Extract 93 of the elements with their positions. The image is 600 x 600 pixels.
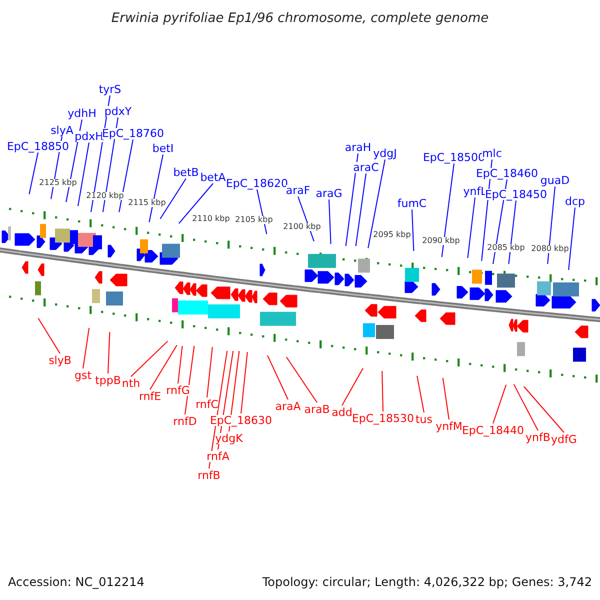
scale-label: 2100 kbp bbox=[283, 223, 321, 231]
footer-note: Topology: circular; Length: 4,026,322 bp; Genes: 3,742 bbox=[262, 576, 592, 588]
leader-line bbox=[206, 346, 213, 398]
gene-label: araB bbox=[304, 404, 330, 414]
leader-line bbox=[256, 189, 268, 235]
leader-line bbox=[513, 384, 538, 431]
leader-line bbox=[568, 207, 576, 270]
gene-label: betI bbox=[152, 142, 174, 154]
leader-line bbox=[108, 332, 110, 374]
leader-line bbox=[240, 352, 248, 414]
leader-line bbox=[355, 173, 366, 247]
leader-line bbox=[286, 356, 318, 403]
footer-note: Accession: NC_012214 bbox=[8, 576, 144, 588]
leader-line bbox=[267, 354, 288, 400]
gene-label: rnfG bbox=[166, 384, 190, 396]
gene-label: pdxY bbox=[104, 106, 132, 116]
leader-line bbox=[467, 197, 476, 258]
leader-line bbox=[178, 346, 183, 384]
gene-label: EpC_18450 bbox=[484, 188, 548, 200]
gene-label: ydgK bbox=[215, 432, 243, 444]
gene-label: rnfA bbox=[206, 450, 230, 462]
gene-label: ydgJ bbox=[373, 148, 397, 158]
gene-label: betA bbox=[200, 172, 226, 182]
leader-line bbox=[342, 368, 364, 406]
leader-line bbox=[150, 344, 178, 390]
leader-line bbox=[148, 154, 164, 223]
leader-line bbox=[442, 377, 450, 420]
gene-label: araC bbox=[353, 162, 379, 172]
gene-label: ydfG bbox=[551, 434, 577, 444]
gene-label: add bbox=[332, 406, 352, 418]
leader-line bbox=[38, 318, 60, 354]
scale-label: 2125 kbp bbox=[39, 179, 77, 187]
scale-label: 2115 kbp bbox=[128, 199, 166, 207]
gene-label: betB bbox=[173, 166, 199, 178]
gene-label: ynfB bbox=[526, 432, 550, 442]
gene-label: araA bbox=[275, 400, 301, 412]
gene-label: araF bbox=[286, 184, 310, 196]
gene-label: gst bbox=[74, 370, 92, 380]
leader-line bbox=[523, 386, 564, 433]
leader-line bbox=[412, 209, 414, 252]
gene-label: tppB bbox=[95, 374, 121, 386]
leader-line bbox=[416, 375, 424, 413]
scale-label: 2110 kbp bbox=[192, 215, 230, 223]
gene-label: fumC bbox=[397, 198, 427, 208]
leader-line bbox=[118, 139, 134, 213]
scale-label: 2095 kbp bbox=[373, 231, 411, 239]
leader-line bbox=[345, 153, 358, 247]
leader-line bbox=[130, 340, 168, 377]
gene-label: slyA bbox=[50, 124, 74, 136]
leader-line bbox=[368, 159, 386, 249]
scale-label: 2120 kbp bbox=[86, 192, 124, 200]
gene-label: ydhH bbox=[68, 108, 96, 118]
leader-line bbox=[82, 327, 90, 369]
gene-label: tus bbox=[415, 414, 432, 424]
scale-label: 2105 kbp bbox=[235, 216, 273, 224]
leader-line bbox=[78, 142, 90, 207]
leader-line bbox=[382, 370, 384, 412]
scale-label: 2080 kbp bbox=[531, 245, 569, 253]
title: Erwinia pyrifoliae Ep1/96 chromosome, complete genome bbox=[111, 12, 489, 24]
gene-label: dcp bbox=[564, 196, 585, 206]
gene-label: EpC_18760 bbox=[102, 128, 164, 138]
gene-label: slyB bbox=[48, 354, 72, 366]
gene-label: ynfL bbox=[463, 186, 487, 196]
gene-label: rnfD bbox=[173, 416, 197, 426]
leader-line bbox=[441, 163, 454, 258]
gene-label: rnfB bbox=[198, 470, 220, 480]
leader-line bbox=[184, 345, 195, 415]
gene-label: mlc bbox=[482, 148, 502, 158]
gene-label: ynfM bbox=[436, 420, 462, 432]
leader-line bbox=[492, 384, 507, 424]
gene-label: EpC_18850 bbox=[6, 140, 70, 152]
gene-label: EpC_18460 bbox=[476, 168, 538, 178]
gene-label: EpC_18440 bbox=[462, 424, 524, 436]
gene-label: EpC_18530 bbox=[352, 412, 414, 424]
gene-label: EpC_18630 bbox=[210, 414, 272, 426]
gene-label: EpC_18620 bbox=[226, 178, 288, 188]
gene-label: rnfC bbox=[196, 398, 218, 410]
leader-line bbox=[160, 178, 186, 220]
scale-label: 2090 kbp bbox=[422, 237, 460, 245]
gene-label: araH bbox=[344, 142, 372, 152]
gene-label: guaD bbox=[540, 174, 570, 186]
leader-line bbox=[208, 350, 228, 469]
leader-line bbox=[328, 199, 332, 244]
gene-label: nth bbox=[122, 378, 140, 388]
leader-line bbox=[508, 200, 516, 264]
leader-line bbox=[28, 152, 38, 195]
gene-label: araG bbox=[316, 188, 342, 198]
leader-line bbox=[547, 186, 556, 264]
gene-label: tyrS bbox=[98, 84, 122, 94]
gene-label: pdxH bbox=[74, 130, 104, 142]
gene-label: rnfE bbox=[138, 390, 162, 402]
leader-line bbox=[178, 183, 214, 224]
scale-label: 2085 kbp bbox=[487, 244, 525, 252]
